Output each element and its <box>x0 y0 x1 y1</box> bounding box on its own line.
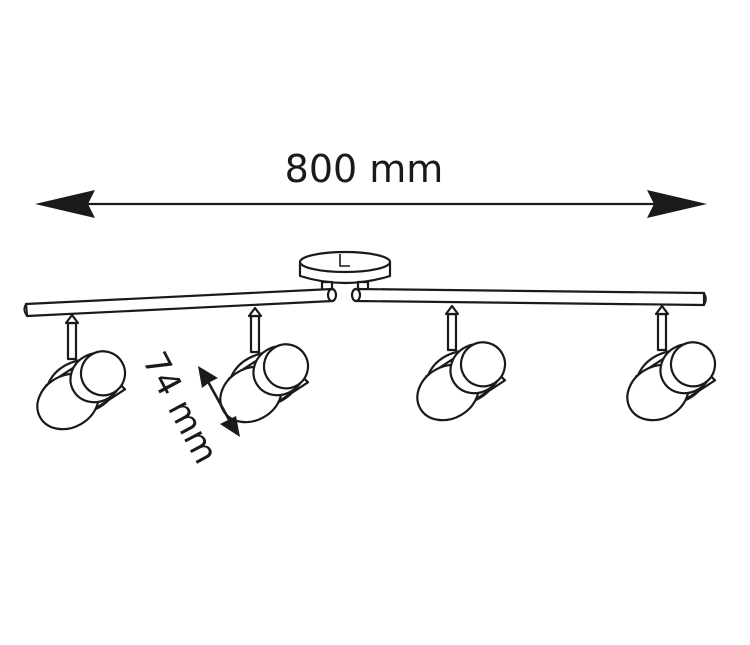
width-arrow-left-icon <box>35 190 95 218</box>
ceiling-canopy <box>298 250 392 285</box>
spot-dimension-line <box>204 377 234 426</box>
width-arrow-right-icon <box>647 190 707 218</box>
spot-head-3 <box>398 304 524 436</box>
spot-dimension-label: 74 mm <box>134 345 226 470</box>
spot-arrow-top-icon <box>198 366 218 388</box>
spot-arrow-bottom-icon <box>220 416 240 437</box>
spot-head-2 <box>201 306 327 438</box>
spot-head-4 <box>608 304 734 436</box>
left-bar-arm <box>23 287 338 318</box>
width-dimension: 800 mm <box>35 147 707 218</box>
right-bar-arm <box>350 287 707 307</box>
width-dimension-label: 800 mm <box>285 147 444 191</box>
spot-head-1 <box>18 313 144 445</box>
